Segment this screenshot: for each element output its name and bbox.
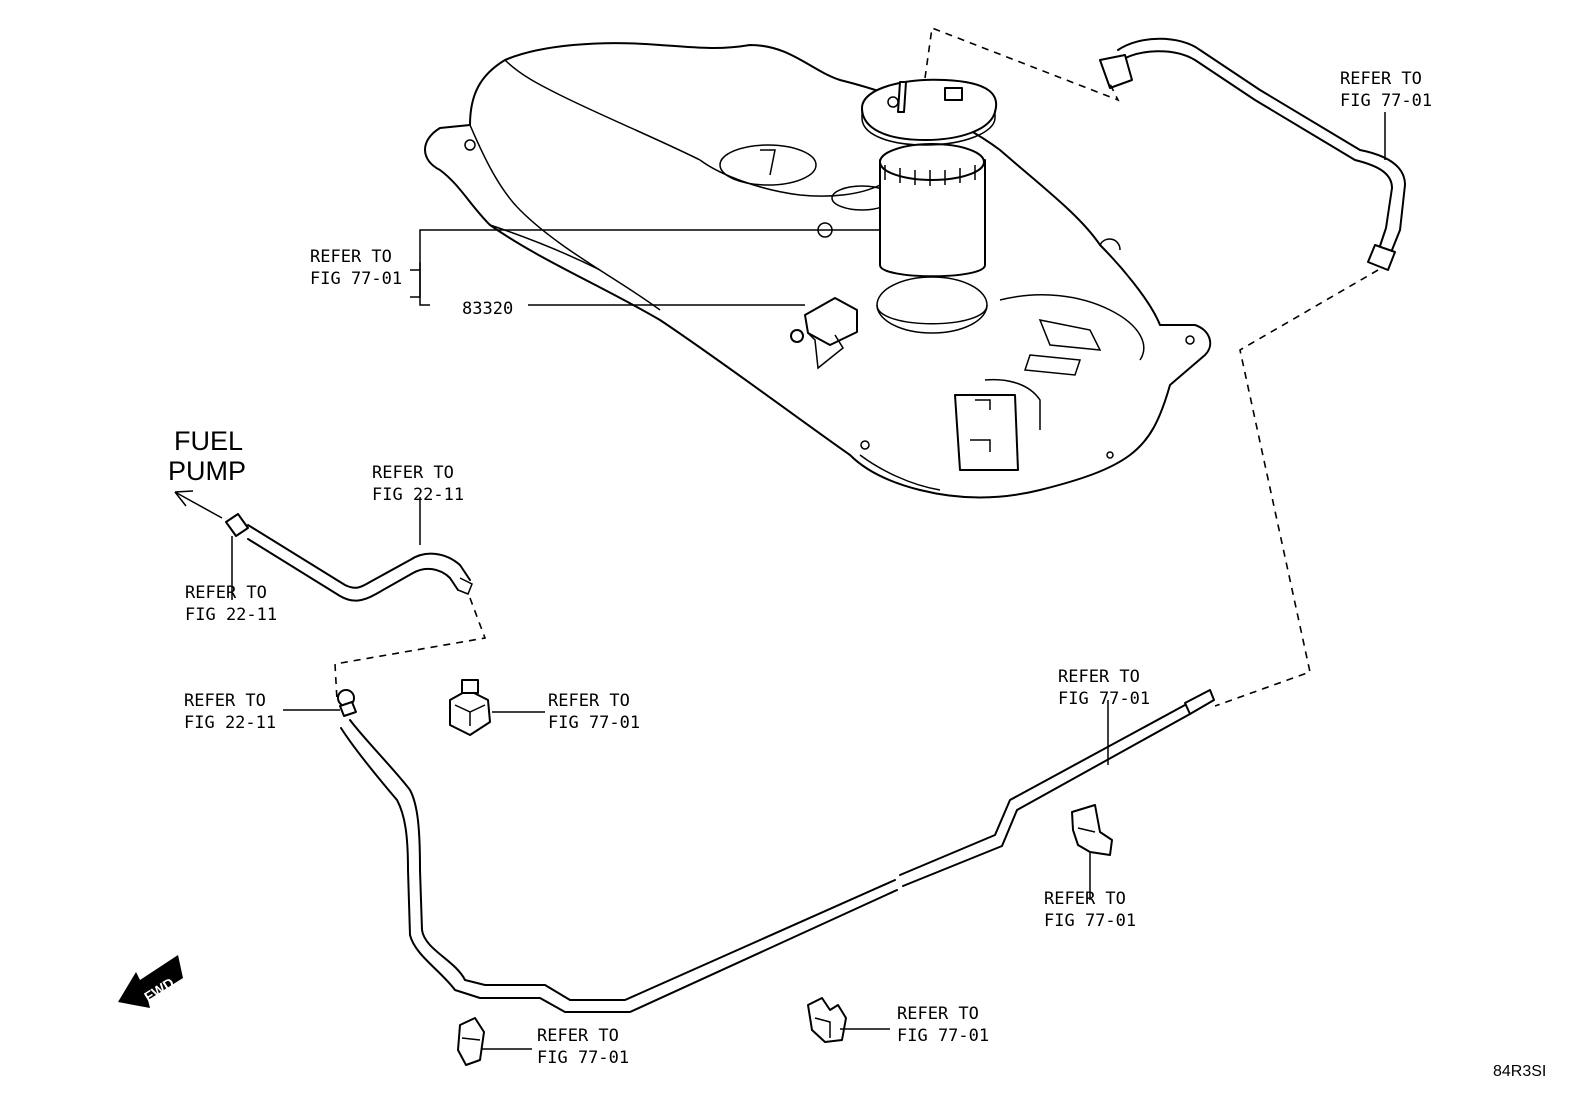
label-refer-to-clip-bottom-mid: REFER TO xyxy=(897,1004,979,1024)
fuel-tank xyxy=(424,42,1212,499)
label-fig-clamp-2: FIG 22-11 xyxy=(184,713,276,733)
label-refer-to-clamp-2: REFER TO xyxy=(184,691,266,711)
fuel-pump-hose xyxy=(225,513,473,602)
main-fuel-line xyxy=(337,689,1215,1013)
label-refer-to-pump-1: REFER TO xyxy=(310,247,392,267)
sensor-bracket xyxy=(790,297,858,370)
label-fig-clip-mid: FIG 77-01 xyxy=(548,713,640,733)
part-number-83320: 83320 xyxy=(462,299,513,319)
label-fig-pump-hose: FIG 22-11 xyxy=(372,485,464,505)
fuel-pump-module xyxy=(861,78,998,334)
label-fig-clip-bottom-left: FIG 77-01 xyxy=(537,1048,629,1068)
clip-bottom-middle xyxy=(807,997,847,1043)
label-fig-pump-1: FIG 77-01 xyxy=(310,269,402,289)
diagram-code: 84R3SI xyxy=(1493,1063,1546,1080)
fwd-arrow: FWD xyxy=(118,955,183,1008)
label-refer-to-hose-top: REFER TO xyxy=(1340,69,1422,89)
label-fig-clip-right: FIG 77-01 xyxy=(1044,911,1136,931)
vent-hose-top-right xyxy=(1099,37,1406,271)
label-fig-clamp-1: FIG 22-11 xyxy=(185,605,277,625)
fuel-pump-arrow xyxy=(174,490,223,519)
clip-bottom-left xyxy=(457,1017,485,1066)
label-fig-fuel-line: FIG 77-01 xyxy=(1058,689,1150,709)
fuel-pump-label-line2: PUMP xyxy=(168,456,246,486)
label-refer-to-clip-mid: REFER TO xyxy=(548,691,630,711)
clip-bottom-right xyxy=(1071,804,1113,856)
connection-dashed-lines xyxy=(334,26,1379,707)
fuel-pump-label-line1: FUEL xyxy=(174,426,243,456)
label-refer-to-pump-hose: REFER TO xyxy=(372,463,454,483)
clip-middle-left xyxy=(449,679,491,736)
label-fig-clip-bottom-mid: FIG 77-01 xyxy=(897,1026,989,1046)
leader-lines xyxy=(231,112,1386,1050)
label-fig-hose-top: FIG 77-01 xyxy=(1340,91,1432,111)
label-refer-to-fuel-line: REFER TO xyxy=(1058,667,1140,687)
label-refer-to-clip-right: REFER TO xyxy=(1044,889,1126,909)
label-refer-to-clip-bottom-left: REFER TO xyxy=(537,1026,619,1046)
label-refer-to-clamp-1: REFER TO xyxy=(185,583,267,603)
